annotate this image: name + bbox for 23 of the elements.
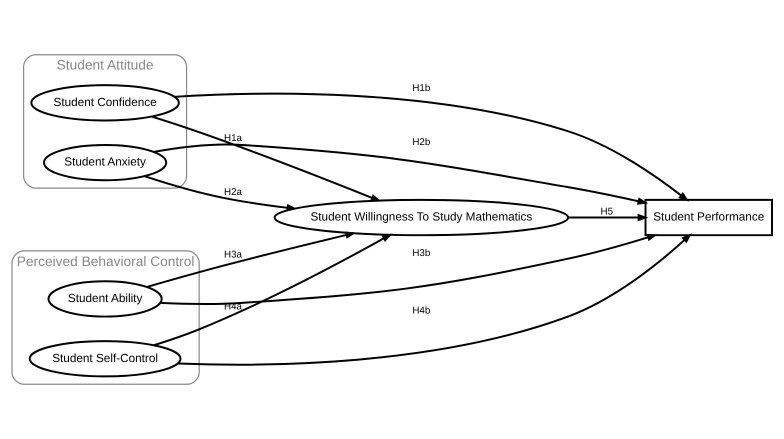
edge-label: H2b [412, 136, 430, 148]
arrow [154, 144, 648, 205]
edge-label: H3a [224, 250, 242, 261]
node-box: Student Performance [644, 198, 773, 236]
arrow [178, 233, 692, 366]
node-ellipse: Student Self-Control [28, 340, 182, 378]
arrow [146, 231, 356, 288]
edge-label: H1b [412, 83, 430, 94]
node-ellipse: Student Ability [48, 280, 163, 318]
edge-label: H4b [412, 306, 430, 317]
node-ellipse: Student Confidence [30, 84, 180, 122]
arrow [151, 116, 382, 202]
node-ellipse: Student Willingness To Study Mathematics [274, 198, 570, 236]
edge-label: H2a [224, 186, 242, 198]
arrow [160, 234, 658, 305]
arrow [568, 214, 648, 222]
arrow [174, 92, 690, 202]
arrow [154, 233, 393, 346]
edge-label: H1a [224, 133, 242, 144]
edge-label: H5 [600, 206, 614, 218]
arrow [144, 175, 298, 212]
edge-label: H3b [412, 248, 430, 259]
node-ellipse: Student Anxiety [42, 144, 168, 182]
